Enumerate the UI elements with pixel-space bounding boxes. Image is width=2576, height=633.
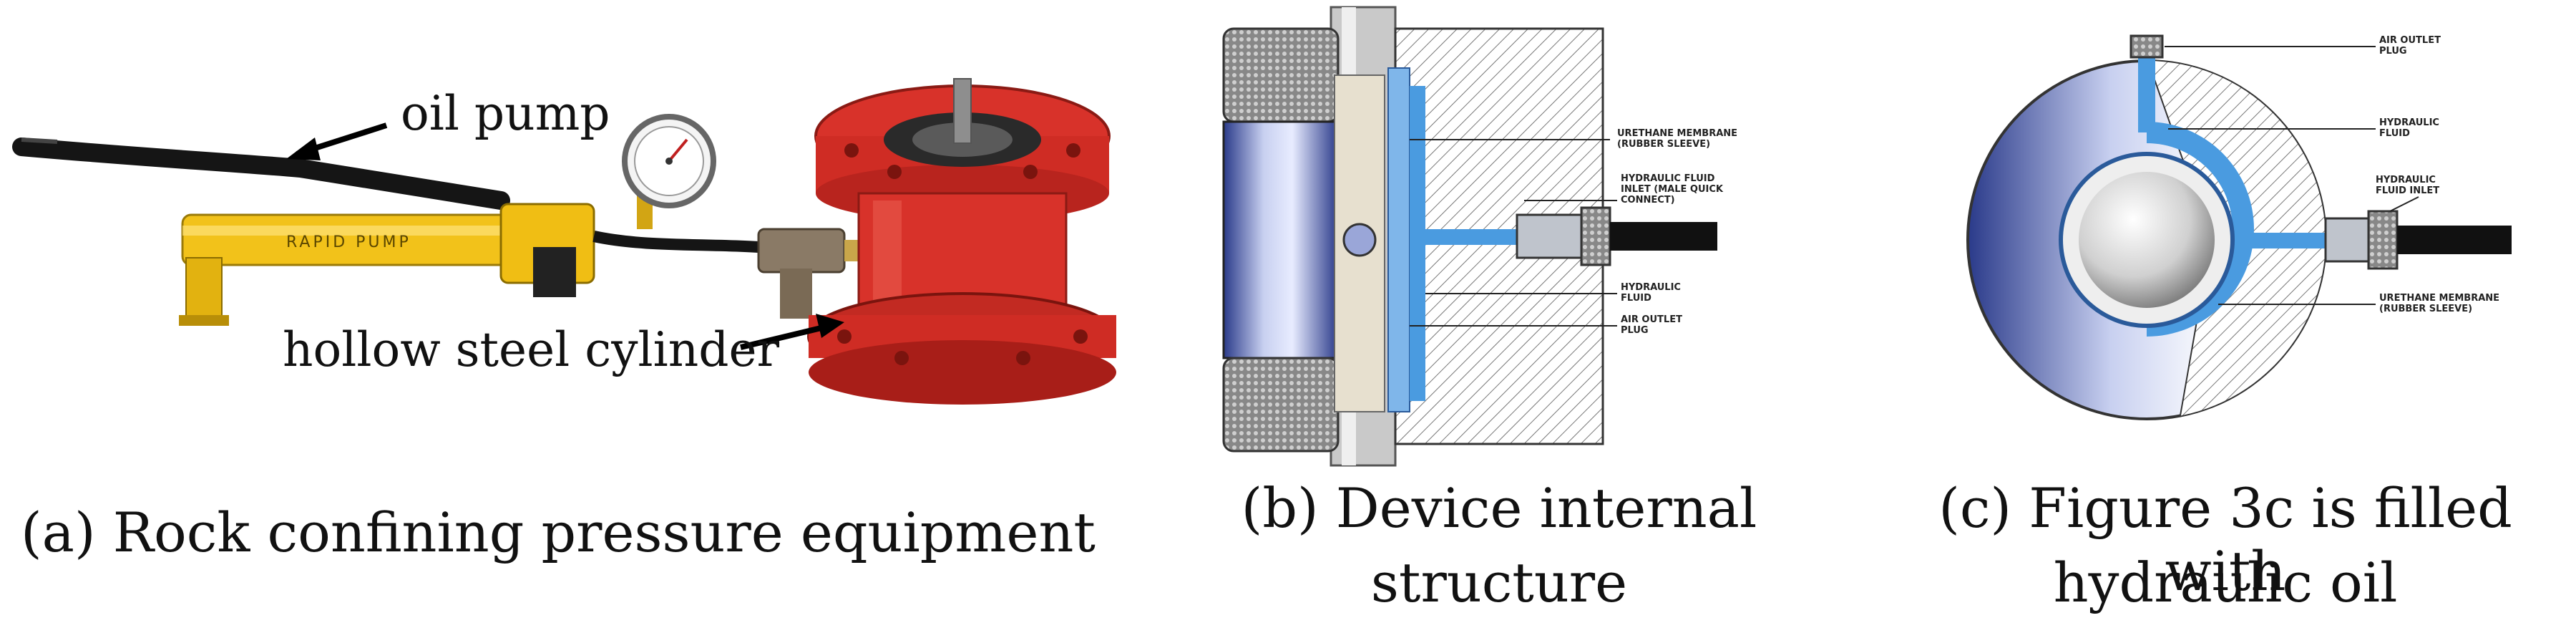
center-rod: [953, 78, 972, 144]
svg-text:RAPID PUMP: RAPID PUMP: [286, 233, 411, 251]
panel-b-device-internal-structure: URETHANE MEMBRANE (RUBBER SLEEVE) HYDRAU…: [1202, 0, 1796, 633]
caption-b-line1: (b) Device internal: [1241, 476, 1757, 540]
air-outlet-plug: [2129, 34, 2164, 59]
label-membrane-b2: (RUBBER SLEEVE): [1617, 139, 1710, 150]
pressure-hose: [592, 231, 759, 253]
internal-structure-diagram: URETHANE MEMBRANE (RUBBER SLEEVE) HYDRAU…: [1222, 6, 1737, 467]
label-plug-c1: AIR OUTLET: [2379, 35, 2441, 46]
label-plug-b2: PLUG: [1621, 325, 1649, 336]
quick-connect-fitting: [1516, 213, 1583, 259]
label-inlet-b2: INLET (MALE QUICK: [1621, 184, 1724, 195]
inlet-channel-c: [2233, 233, 2333, 248]
label-membrane-c1: URETHANE MEMBRANE: [2379, 293, 2499, 304]
caption-c-line2: hydraulic oil: [2053, 551, 2398, 614]
hydraulic-fluid-cavity: [1410, 86, 1425, 401]
oil-pump-label: oil pump: [401, 86, 610, 141]
label-plug-c2: PLUG: [2379, 46, 2407, 57]
label-fluid-c1: HYDRAULIC: [2379, 117, 2439, 128]
caption-a: (a) Rock confining pressure equipment: [21, 501, 1096, 564]
label-inlet-c2: FLUID INLET: [2376, 185, 2439, 196]
caption-c-line1: (c) Figure 3c is filled with: [1938, 476, 2512, 603]
label-fluid-b1: HYDRAULIC: [1621, 282, 1681, 293]
cylinder-arrow: [740, 323, 831, 350]
caption-b-line2: structure: [1370, 551, 1628, 614]
steel-platen: [1222, 120, 1340, 359]
knurled-cap-top: [1222, 27, 1340, 123]
hollow-steel-cylinder-label: hollow steel cylinder: [283, 322, 780, 377]
label-fluid-c2: FLUID: [2379, 128, 2410, 139]
rock-core: [2079, 172, 2215, 308]
label-membrane-b1: URETHANE MEMBRANE: [1617, 128, 1737, 139]
equipment-photo: RAPID PUMP: [12, 78, 1116, 405]
label-inlet-b3: CONNECT): [1621, 195, 1675, 206]
cross-section-diagram: AIR OUTLET PLUG HYDRAULIC FLUID HYDRAULI…: [1966, 34, 2512, 420]
air-outlet-channel: [2138, 50, 2155, 132]
panel-c-filled-with-hydraulic-oil: AIR OUTLET PLUG HYDRAULIC FLUID HYDRAULI…: [1875, 0, 2576, 633]
inlet-fitting-c: [2324, 217, 2370, 263]
pump-foot: [185, 257, 223, 323]
inlet-hose-c: [2397, 226, 2512, 254]
panel-a-rock-confining-equipment: RAPID PUMP: [0, 0, 1116, 633]
label-fluid-b2: FLUID: [1621, 293, 1652, 304]
pump-handle-hose: [12, 137, 510, 210]
hydraulic-fluid-annulus: [2147, 122, 2254, 337]
inlet-hose: [1610, 222, 1717, 251]
knurled-cap-bottom: [1222, 357, 1340, 453]
label-inlet-b1: HYDRAULIC FLUID: [1621, 173, 1715, 184]
fluid-inlet-channel: [1425, 229, 1526, 245]
label-inlet-c1: HYDRAULIC: [2376, 175, 2436, 185]
quick-connect-valve: [757, 228, 846, 274]
urethane-membrane: [1387, 67, 1410, 412]
label-plug-b1: AIR OUTLET: [1621, 314, 1682, 325]
label-membrane-c2: (RUBBER SLEEVE): [2379, 304, 2472, 314]
specimen-port: [1342, 223, 1377, 257]
